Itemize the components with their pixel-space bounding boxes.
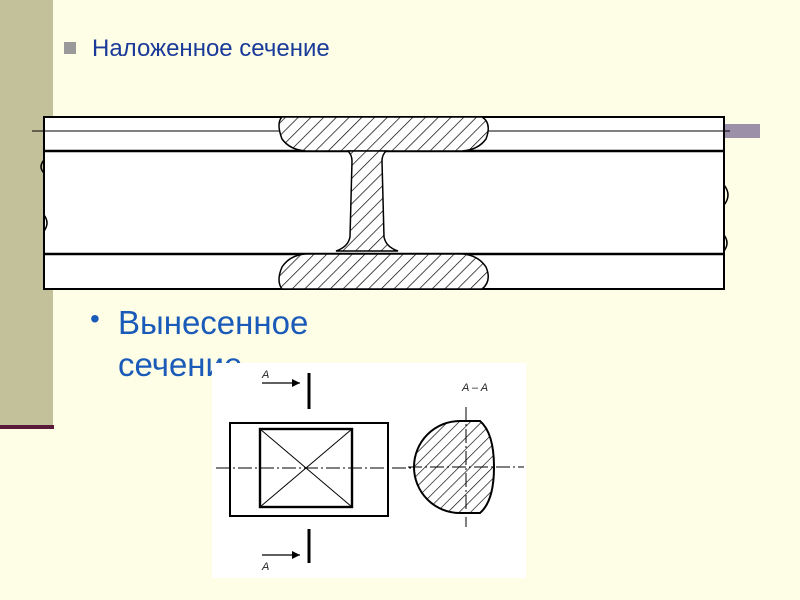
break-line-right	[723, 117, 729, 289]
sidebar-edge-line	[0, 425, 54, 429]
section-bottom-flange	[278, 253, 489, 290]
beam-drawing	[32, 116, 730, 290]
heading-superimposed-section: Наложенное сечение	[92, 35, 330, 62]
removed-section-drawing: A A A – A	[212, 363, 526, 578]
cut-label-top: A	[261, 369, 269, 381]
square-bullet-icon	[64, 42, 76, 54]
break-line-left	[40, 117, 48, 289]
section-label: A – A	[461, 382, 488, 394]
section-web	[335, 150, 399, 252]
section-top-flange	[278, 116, 489, 152]
cut-label-bottom: A	[261, 561, 269, 573]
round-bullet-icon: •	[90, 303, 100, 334]
